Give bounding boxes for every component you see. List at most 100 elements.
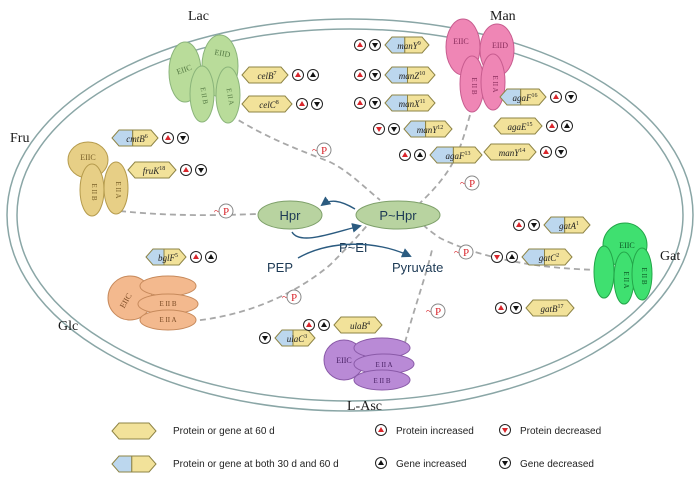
gene-label: celB7 [258,71,277,81]
protein-increased-icon [540,146,552,158]
protein-increased-icon [292,69,304,81]
gat-eiib-2 [631,247,653,301]
svg-text:E II B: E II B [373,377,390,385]
svg-text:EIIC: EIIC [619,241,635,250]
gene-manY-14: manY14 [483,143,567,161]
protein-decreased-icon [499,424,511,436]
asc-complex: L-Asc EIIC E II A E II B [323,337,415,414]
gene-label: manY9 [397,41,421,51]
gene-label: manY12 [417,125,444,135]
asc-eiib [353,369,411,391]
gene-agaF-16: agaF16 [499,88,577,106]
phosphate-marker: ~P [454,244,474,260]
gat-label: Gat [660,249,680,264]
gene-agaE-15: agaE15 [493,117,573,135]
gene-cmtB-6: cmtB6 [111,129,189,147]
gene-hex-60d-half [407,66,436,84]
gene-decreased-icon [177,132,189,144]
legend-hex-yellow-half [131,455,157,473]
gene-agaF-13: agaF13 [399,146,483,164]
protein-increased-icon [162,132,174,144]
svg-text:P: P [223,206,229,218]
fru-label: Fru [10,131,29,146]
gene-celB-7: celB7 [241,66,319,84]
svg-text:P: P [321,145,327,157]
phosphate-marker: ~P [312,142,332,158]
gene-increased-icon [205,251,217,263]
gene-gatA-1: gatA1 [513,216,591,234]
svg-text:E II B: E II B [199,87,210,106]
lac-eiia [215,66,241,124]
phosphate-marker: ~P [282,289,302,305]
svg-text:EIIC: EIIC [336,356,352,365]
legend-blue-label: Protein or gene at both 30 d and 60 d [173,459,339,470]
lac-label: Lac [188,9,209,24]
gat-complex: Gat EIIC E II A E II B [593,222,680,305]
svg-text:E II A: E II A [159,316,176,324]
protein-increased-icon [180,164,192,176]
gene-label: bglF5 [158,253,178,263]
legend-yellow: Protein or gene at 60 d [111,422,275,440]
protein-increased-icon [399,149,411,161]
gene-list: celB7celC8manY9manZ10manX11manY12agaF13a… [111,36,591,347]
gene-hex-60d-half [520,88,547,106]
protein-increased-icon [513,219,525,231]
phosphate-markers: ~P~P~P~P~P~P [214,142,480,319]
pep-label: PEP [267,260,293,275]
protein-increased-icon [546,120,558,132]
gene-label: manZ10 [399,71,426,81]
man-label: Man [490,9,516,24]
arrow-p-hpr-to-hpr [320,196,356,210]
gene-decreased-icon [510,302,522,314]
svg-text:EIIC: EIIC [80,153,96,162]
gene-label: gatB17 [541,304,564,314]
svg-text:E II B: E II B [470,77,478,94]
cell-membrane-inner [16,28,684,402]
gene-label: ulaC3 [287,334,308,344]
svg-text:E II A: E II A [114,181,122,198]
svg-text:E II B: E II B [640,267,648,284]
svg-text:P: P [469,178,475,190]
protein-increased-icon [550,91,562,103]
gene-label: celC8 [259,100,279,110]
protein-decreased-icon [491,251,503,263]
gene-hex-60d [241,95,293,113]
phosphate-marker: ~P [426,303,446,319]
gene-decreased-icon [369,97,381,109]
svg-text:E II B: E II B [159,300,176,308]
protein-increased-icon [495,302,507,314]
gene-hex-60d-half [425,120,453,138]
gene-hex-60d [241,66,289,84]
gene-label: fruK18 [143,166,166,176]
gene-hex-60d-half [292,329,316,347]
gene-increased-icon [375,457,387,469]
lac-complex: Lac EIIC EIID E II B E II A [168,9,241,124]
svg-text:~: ~ [426,304,433,318]
svg-text:E II A: E II A [622,271,630,288]
legend-gene-increased: Gene increased [396,459,467,470]
gene-decreased-icon [259,332,271,344]
svg-text:EIID: EIID [214,48,232,60]
gene-increased-icon [506,251,518,263]
man-complex: Man EIIC EIID E II B E II A [445,9,516,113]
gene-hex-60d [483,143,537,161]
protein-increased-icon [303,319,315,331]
gene-hex-60d [525,299,575,317]
svg-text:E II A: E II A [225,88,236,106]
pyruvate-label: Pyruvate [392,260,443,275]
legend-protein-decreased: Protein decreased [520,426,601,437]
glc-complex: Glc EIIC E II B E II A [58,275,199,334]
gene-label: cmtB6 [126,134,148,144]
hpr-label: Hpr [280,208,302,223]
gene-label: agaF13 [446,151,471,161]
gene-hex-60d-half [407,94,436,112]
p-hpr-label: P~Hpr [379,208,417,223]
central-pathway: Hpr P~Hpr P~EI PEP Pyruvate [257,196,443,275]
gene-ulaC-3: ulaC3 [259,329,316,347]
gene-hex-60d-half [452,146,483,164]
gene-decreased-icon [369,39,381,51]
gene-manZ-10: manZ10 [354,66,436,84]
gene-bglF-5: bglF5 [145,248,217,266]
gene-label: ulaB4 [350,321,370,331]
